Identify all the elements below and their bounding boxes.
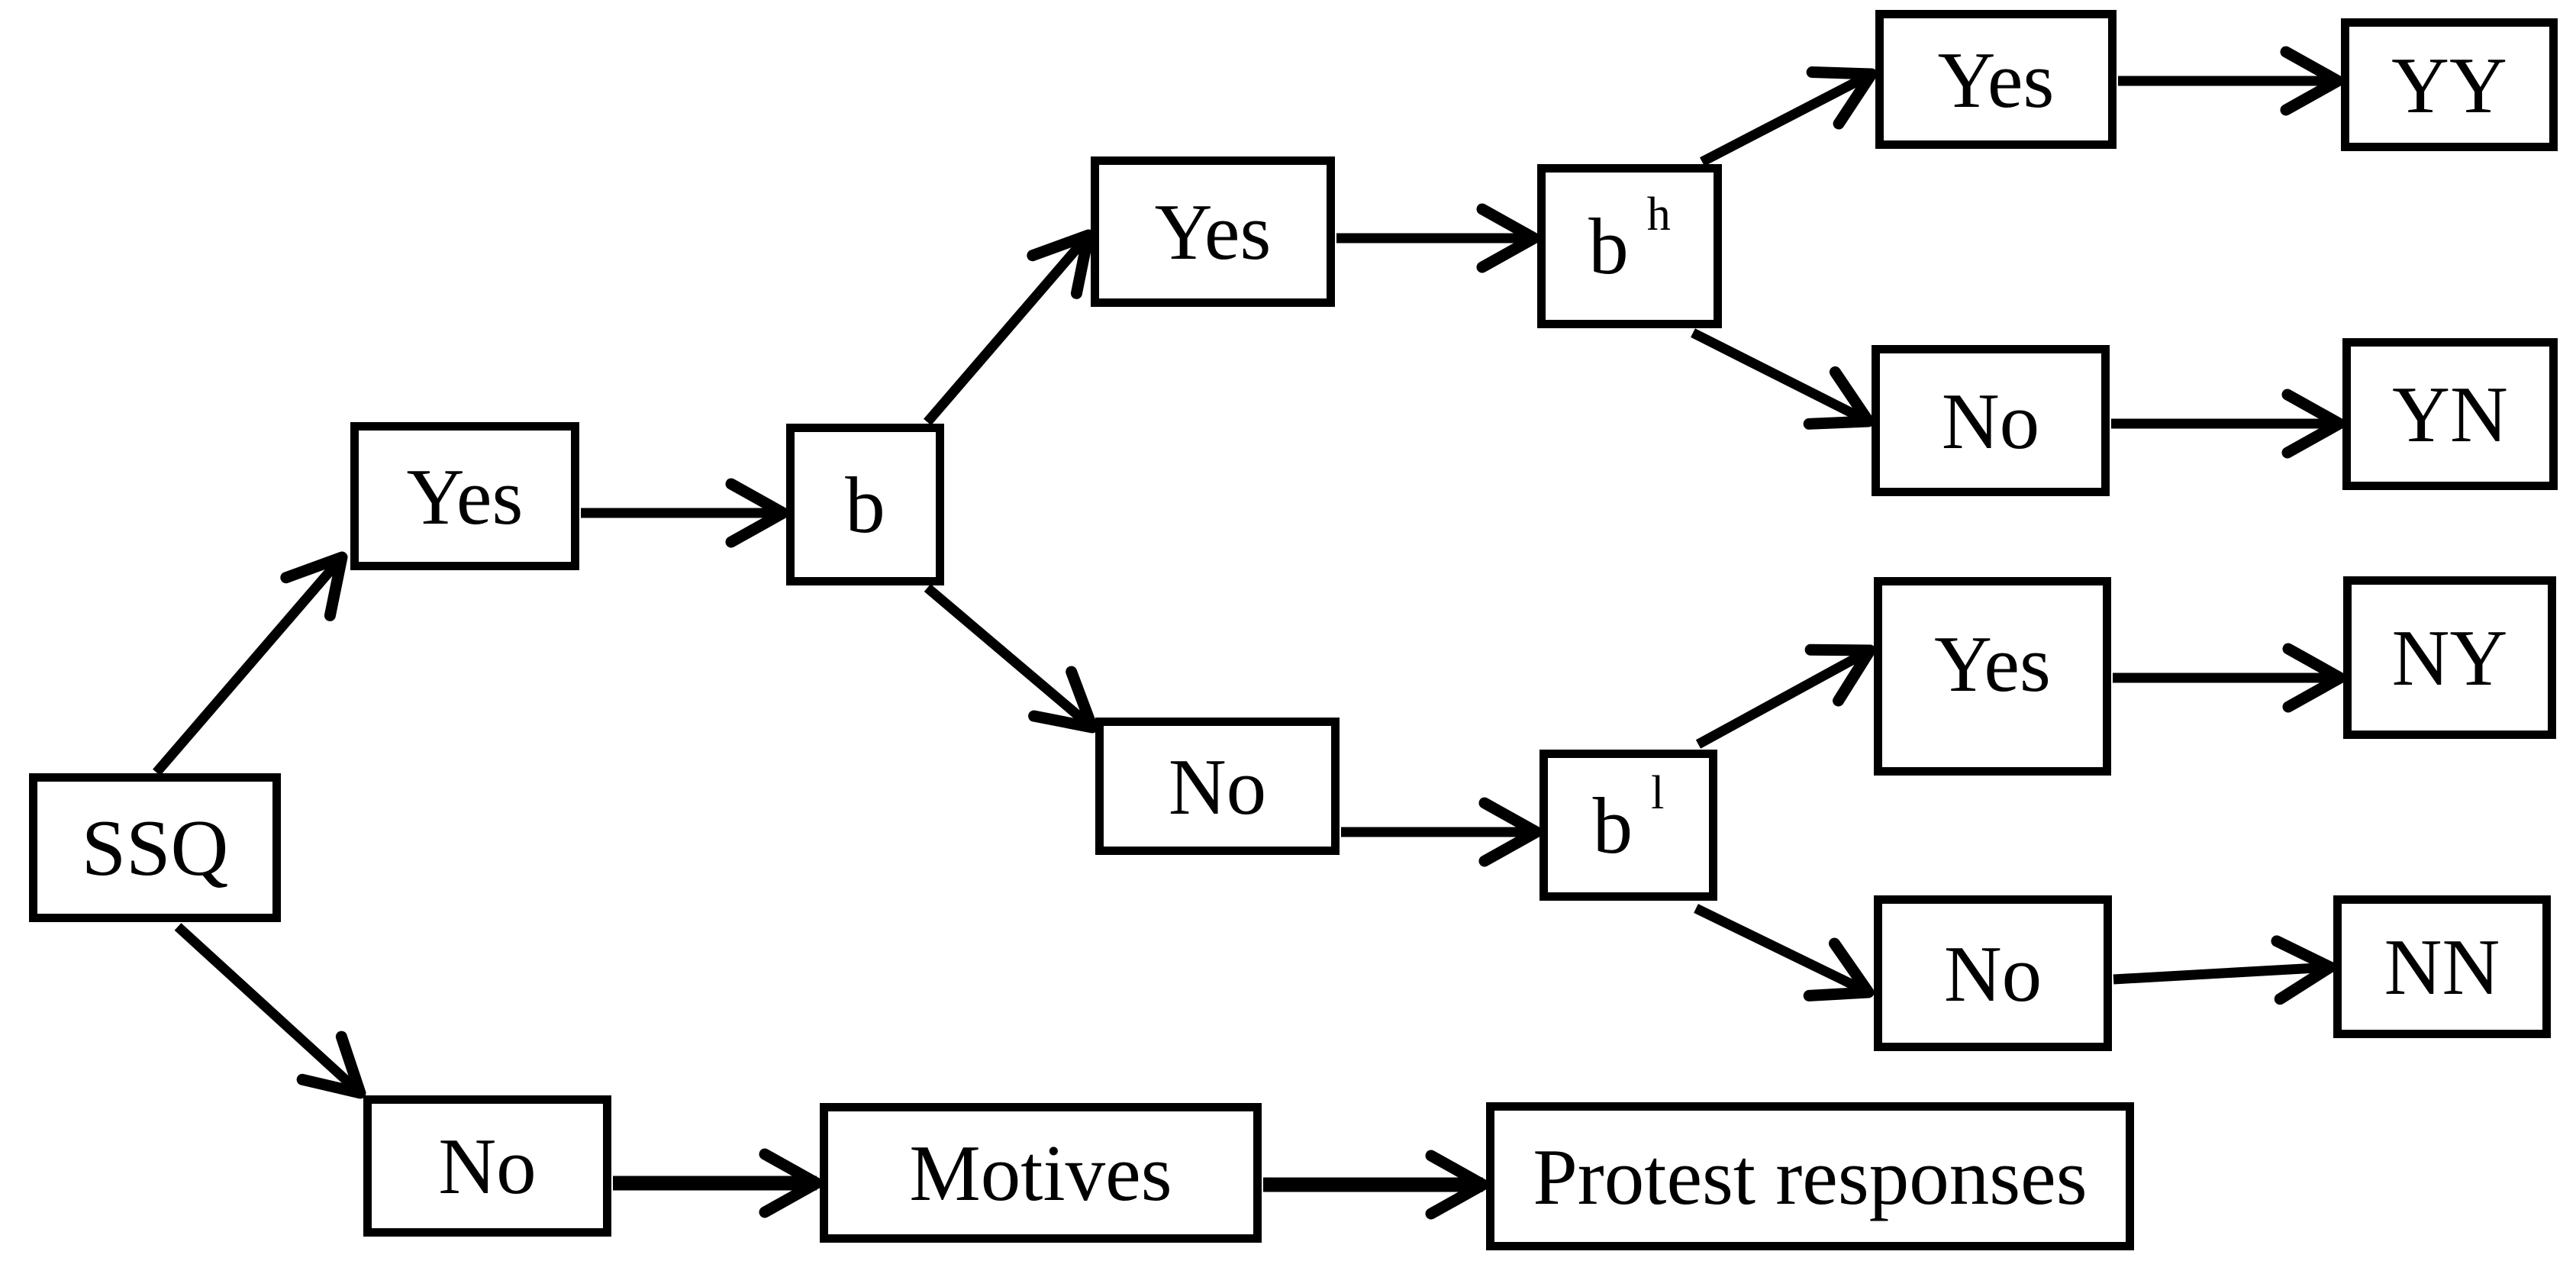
node-ssq-label: SSQ	[81, 803, 229, 892]
node-bid-high-sup: h	[1646, 188, 1671, 240]
node-no-after-low-label: No	[1943, 928, 2042, 1018]
node-yes-second-label: Yes	[1154, 187, 1272, 276]
node-outcome-yn: YN	[2342, 338, 2558, 490]
edge-bh-no	[1691, 328, 1875, 430]
edge-b-no	[924, 584, 1098, 734]
edge-b-yes	[924, 229, 1095, 426]
node-yes-first-label: Yes	[406, 451, 524, 541]
node-outcome-yy-label: YY	[2391, 40, 2507, 130]
node-no-after-high-label: No	[1941, 376, 2040, 466]
node-protest-responses: Protest responses	[1486, 1102, 2134, 1250]
node-outcome-nn-label: NN	[2384, 922, 2500, 1011]
edge-bl-yes	[1695, 643, 1876, 749]
node-outcome-ny-label: NY	[2391, 613, 2508, 702]
edge-ssq-no	[174, 923, 366, 1099]
node-ssq: SSQ	[29, 773, 281, 922]
node-outcome-nn: NN	[2333, 895, 2551, 1038]
node-yes-second: Yes	[1091, 156, 1335, 307]
node-no-middle: No	[1095, 718, 1340, 855]
node-bid-low-label: b	[1592, 780, 1633, 870]
node-no-bottom: No	[363, 1095, 611, 1237]
node-yes-after-low: Yes	[1874, 577, 2111, 776]
node-outcome-yy: YY	[2341, 18, 2558, 151]
node-no-middle-label: No	[1168, 741, 1267, 831]
node-motives: Motives	[820, 1103, 1262, 1243]
edge-ssq-yes	[153, 551, 348, 776]
node-bid-high-label: b	[1588, 202, 1629, 291]
node-motives-label: Motives	[909, 1128, 1172, 1218]
node-no-after-low: No	[1874, 895, 2112, 1051]
node-yes-after-high-label: Yes	[1937, 34, 2055, 124]
edge-no-nn	[2113, 935, 2336, 1005]
node-protest-responses-label: Protest responses	[1533, 1131, 2088, 1221]
node-no-bottom-label: No	[438, 1121, 537, 1211]
node-outcome-yn-label: YN	[2392, 369, 2508, 459]
node-yes-after-low-label: Yes	[1934, 619, 2051, 708]
node-yes-first: Yes	[350, 422, 579, 570]
edge-bl-no	[1694, 904, 1875, 1001]
edge-bh-yes	[1700, 66, 1878, 166]
node-outcome-ny: NY	[2343, 576, 2556, 739]
node-no-after-high: No	[1872, 345, 2110, 496]
node-yes-after-high: Yes	[1875, 10, 2117, 149]
node-bid-b-label: b	[845, 460, 885, 550]
node-bid-b: b	[786, 424, 944, 585]
node-bid-low-sup: l	[1651, 767, 1665, 819]
